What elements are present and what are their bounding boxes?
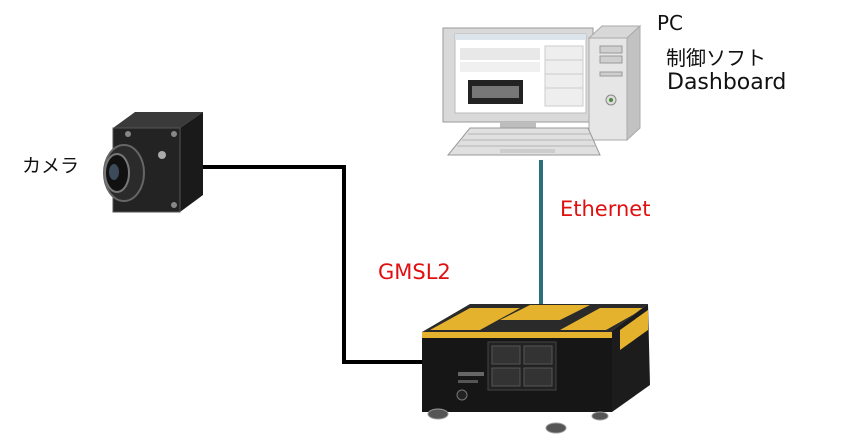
pc-tower-icon [587, 24, 642, 142]
ethernet-label: Ethernet [560, 197, 651, 221]
control-software-label: 制御ソフト [666, 46, 766, 70]
dashboard-label: Dashboard [667, 70, 787, 95]
pc-label: PC [657, 11, 684, 35]
gmsl2-cable [202, 165, 432, 364]
gmsl2-label: GMSL2 [378, 260, 451, 284]
pc-monitor-icon [442, 27, 594, 128]
camera-icon [103, 112, 203, 213]
camera-label: カメラ [22, 155, 80, 177]
recorder-device-icon [422, 304, 650, 434]
keyboard-icon [446, 127, 601, 156]
